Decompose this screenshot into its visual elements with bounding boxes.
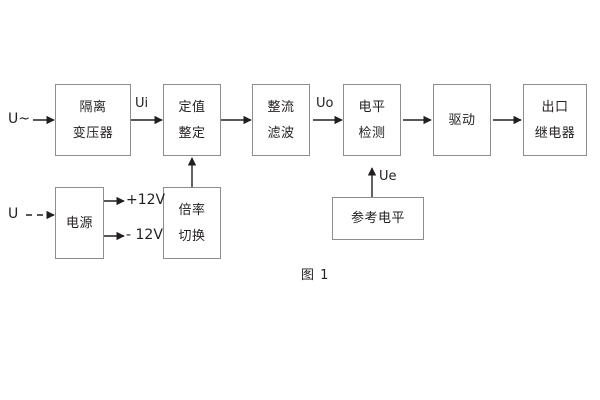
block-power-supply-line1: 电源: [65, 215, 93, 231]
block-drive-line1: 驱动: [448, 112, 476, 128]
block-reference-level-line1: 参考电平: [350, 211, 405, 226]
block-isolation-transformer-line2: 变压器: [72, 125, 114, 141]
block-setting-value[interactable]: 定值 整定: [163, 84, 221, 156]
block-rectify-filter-line2: 滤波: [267, 125, 295, 141]
block-level-detect-line2: 检测: [358, 125, 386, 141]
block-drive[interactable]: 驱动: [433, 84, 491, 156]
block-rectify-filter[interactable]: 整流 滤波: [252, 84, 310, 156]
block-output-relay-line2: 继电器: [534, 125, 576, 141]
block-level-detect[interactable]: 电平 检测: [343, 84, 401, 156]
block-multiplier-switch-line2: 切换: [178, 228, 206, 244]
block-multiplier-switch[interactable]: 倍率 切换: [163, 187, 221, 259]
label-input-ac: U~: [8, 111, 30, 127]
block-setting-value-line1: 定值: [178, 99, 206, 115]
label-ue: Ue: [379, 169, 397, 184]
label-uo: Uo: [316, 96, 334, 111]
block-output-relay[interactable]: 出口 继电器: [523, 84, 587, 156]
block-setting-value-line2: 整定: [178, 125, 206, 141]
label-rail-positive: +12V: [126, 192, 166, 208]
block-multiplier-switch-line1: 倍率: [178, 202, 206, 218]
block-output-relay-line1: 出口: [541, 99, 569, 115]
label-input-dc: U: [8, 206, 19, 222]
label-ui: Ui: [135, 96, 149, 111]
block-isolation-transformer[interactable]: 隔离 变压器: [55, 84, 131, 156]
block-power-supply[interactable]: 电源: [55, 187, 104, 259]
block-reference-level[interactable]: 参考电平: [332, 197, 424, 240]
label-rail-negative: - 12V: [126, 227, 163, 243]
block-rectify-filter-line1: 整流: [267, 99, 295, 115]
block-level-detect-line1: 电平: [358, 99, 386, 115]
block-isolation-transformer-line1: 隔离: [79, 99, 107, 115]
figure-caption: 图 1: [301, 268, 330, 283]
